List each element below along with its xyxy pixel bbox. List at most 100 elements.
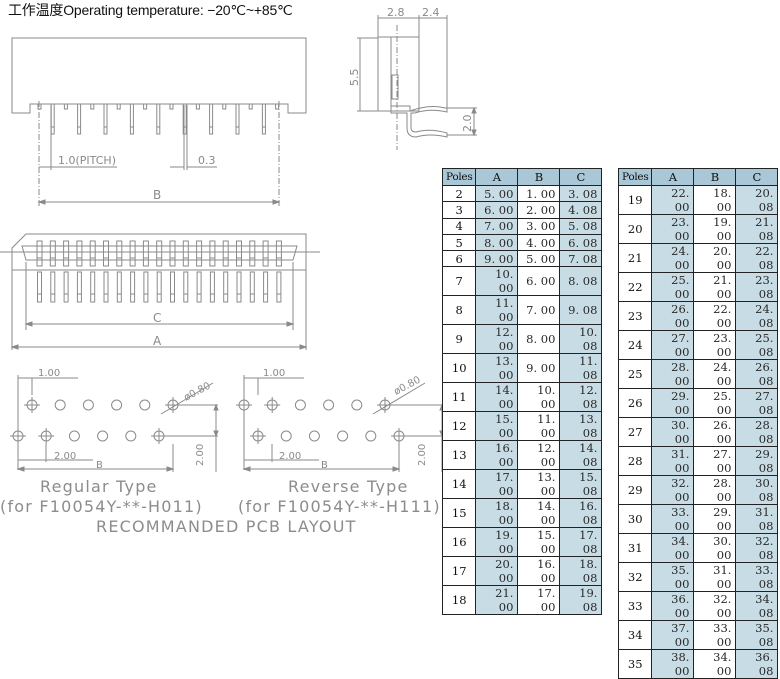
cell-a: 32. 00 (651, 475, 695, 505)
cell-a: 6. 00 (475, 201, 519, 219)
cell-c: 29. 08 (735, 446, 779, 476)
cell-a: 20. 00 (475, 556, 519, 587)
front-view (11, 37, 307, 206)
cell-a: 16. 00 (475, 440, 519, 471)
cell-a: 7. 00 (475, 217, 519, 235)
cell-poles: 13 (441, 440, 477, 471)
pcb-layout-regular (10, 375, 219, 472)
cell-poles: 14 (441, 469, 477, 500)
cell-c: 30. 08 (735, 475, 779, 505)
regular-hole-label: ø0.80 (182, 381, 212, 404)
cell-a: 29. 00 (651, 388, 695, 418)
hole (351, 399, 363, 411)
cell-c: 21. 08 (735, 214, 779, 244)
cell-c: 8. 08 (559, 266, 603, 297)
contact (116, 240, 123, 267)
cell-b: 10. 00 (517, 382, 561, 413)
cell-a: 11. 00 (475, 295, 519, 326)
pin (103, 271, 109, 303)
cell-poles: 8 (441, 295, 477, 326)
pin-lead (209, 103, 214, 135)
pin (236, 271, 242, 303)
header-a: A (475, 168, 519, 186)
cell-c: 28. 08 (735, 417, 779, 447)
cell-b: 9. 00 (517, 353, 561, 384)
pin (249, 271, 255, 303)
pin-stub (116, 103, 121, 110)
cell-a: 19. 00 (475, 527, 519, 558)
side-width-2-label: 2.4 (422, 6, 440, 19)
reverse-dimension-b-label: B (321, 460, 328, 471)
cell-a: 5. 00 (475, 184, 519, 203)
pin-stub (169, 103, 174, 110)
cell-a: 38. 00 (651, 649, 695, 679)
cell-poles: 17 (441, 556, 477, 587)
hole (337, 430, 349, 442)
cell-poles: 30 (617, 504, 653, 534)
cell-b: 15. 00 (517, 527, 561, 558)
hole (294, 399, 306, 411)
cell-c: 26. 08 (735, 359, 779, 389)
contact (63, 240, 70, 267)
cell-poles: 6 (441, 250, 477, 268)
cell-a: 17. 00 (475, 469, 519, 500)
reverse-offset-label: 1.00 (263, 368, 285, 379)
side-view (357, 15, 477, 150)
cell-b: 22. 00 (693, 301, 737, 331)
cell-poles: 15 (441, 498, 477, 529)
cell-b: 20. 00 (693, 243, 737, 273)
cell-b: 13. 00 (517, 469, 561, 500)
cell-poles: 27 (617, 417, 653, 447)
cell-poles: 18 (441, 585, 477, 616)
cell-poles: 29 (617, 475, 653, 505)
cell-c: 15. 08 (559, 469, 603, 500)
front-view-housing (11, 37, 307, 114)
cell-poles: 19 (617, 185, 653, 215)
reverse-hole-label: ø0.80 (392, 375, 422, 398)
pin-lead (50, 103, 55, 135)
cell-a: 23. 00 (651, 214, 695, 244)
cell-b: 14. 00 (517, 498, 561, 529)
pin (143, 271, 149, 303)
cell-b: 7. 00 (517, 295, 561, 326)
cell-a: 35. 00 (651, 562, 695, 592)
cell-a: 31. 00 (651, 446, 695, 476)
cell-poles: 3 (441, 201, 477, 219)
cell-c: 33. 08 (735, 562, 779, 592)
contact (142, 240, 149, 267)
cell-a: 13. 00 (475, 353, 519, 384)
cell-c: 18. 08 (559, 556, 603, 587)
cell-c: 9. 08 (559, 295, 603, 326)
side-height-label: 5.5 (348, 69, 361, 87)
top-dimension-a-label: A (153, 334, 162, 348)
cell-a: 26. 00 (651, 301, 695, 331)
reverse-part-label: (for F10054Y-**-H111) (238, 497, 441, 516)
front-dimension-b-label: B (153, 188, 161, 202)
contact (249, 240, 256, 267)
contact (182, 240, 189, 267)
reverse-type-label: Reverse Type (288, 477, 409, 496)
header-a: A (651, 168, 695, 186)
cell-a: 27. 00 (651, 330, 695, 360)
cell-c: 25. 08 (735, 330, 779, 360)
cell-b: 23. 00 (693, 330, 737, 360)
pin-stub (275, 103, 280, 110)
regular-row-spacing-label: 2.00 (195, 444, 206, 466)
cell-b: 21. 00 (693, 272, 737, 302)
hole (125, 430, 137, 442)
pin (196, 271, 202, 303)
pin (223, 271, 229, 303)
contact (36, 240, 43, 267)
cell-c: 10. 08 (559, 324, 603, 355)
contact (275, 240, 282, 267)
contact (103, 240, 109, 267)
